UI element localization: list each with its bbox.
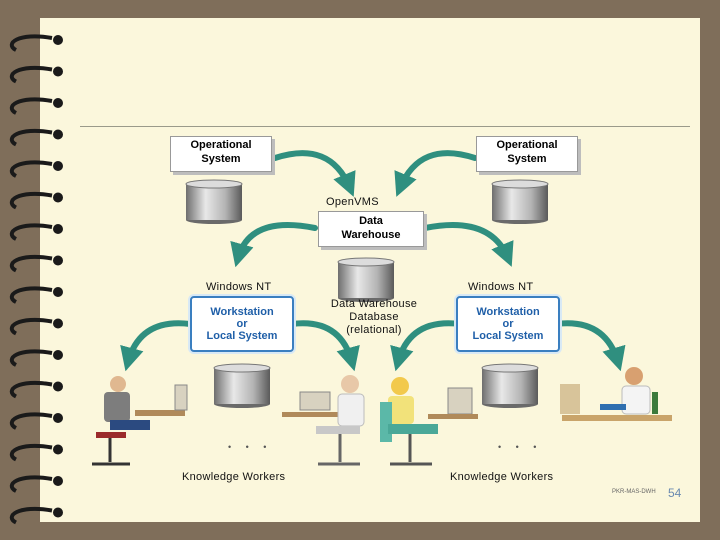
image-credit: PKR-MAS-DWH: [612, 489, 656, 495]
workstation-left: Workstation or Local System: [190, 296, 294, 352]
arrow-ws-right-to-workers-right: [553, 320, 626, 372]
arrow-ws-right-to-workers-left: [390, 320, 463, 372]
workstation-right-line-3: Local System: [472, 330, 544, 342]
spiral-ring-icon: [9, 97, 63, 115]
dw-database-label: Data Warehouse Database (relational): [324, 298, 424, 337]
knowledge-workers-right-label: Knowledge Workers: [450, 471, 554, 483]
spiral-ring-icon: [9, 475, 63, 493]
ellipsis-right: • • •: [498, 442, 543, 452]
spiral-ring-icon: [9, 223, 63, 241]
operational-system-right-label: Operational System: [496, 139, 558, 165]
spiral-ring-icon: [9, 254, 63, 273]
data-warehouse-box: Data Warehouse: [318, 211, 424, 247]
arrow-os-right-to-dw: [394, 150, 478, 197]
database-cylinder-icon: [481, 363, 539, 408]
arrow-ws-left-to-workers-left: [120, 320, 193, 372]
windows-nt-left-label: Windows NT: [206, 281, 272, 293]
openvms-label: OpenVMS: [326, 196, 379, 208]
person-at-desk-icon: [282, 375, 365, 466]
operational-system-right: Operational System: [476, 136, 578, 172]
spiral-ring-icon: [9, 286, 63, 304]
title-rule: [80, 126, 690, 127]
workstation-right-line-1: Workstation: [476, 306, 540, 318]
page-number: 54: [668, 486, 682, 500]
person-at-desk-icon: [92, 376, 188, 466]
workstation-left-line-1: Workstation: [210, 306, 274, 318]
spiral-ring-icon: [9, 380, 63, 399]
operational-system-left-label: Operational System: [190, 139, 252, 165]
workstation-right-line-2: or: [502, 318, 514, 330]
spiral-ring-icon: [9, 412, 63, 430]
workstation-right: Workstation or Local System: [456, 296, 560, 352]
arrow-os-left-to-dw: [272, 150, 356, 197]
ellipsis-left: • • •: [228, 442, 273, 452]
arrow-dw-to-ws-left: [230, 222, 318, 268]
person-at-desk-icon: [380, 377, 478, 466]
dw-database-line-3: (relational): [346, 324, 402, 336]
windows-nt-right-label: Windows NT: [468, 281, 534, 293]
spiral-ring-icon: [9, 191, 63, 210]
spiral-ring-icon: [9, 506, 63, 525]
spiral-ring-icon: [9, 128, 63, 147]
spiral-ring-icon: [9, 317, 63, 336]
dw-database-line-1: Data Warehouse: [330, 298, 418, 310]
spiral-ring-icon: [9, 443, 63, 462]
spiral-ring-icon: [9, 349, 63, 367]
spiral-ring-icon: [9, 65, 63, 84]
workstation-left-line-3: Local System: [206, 330, 278, 342]
database-cylinder-icon: [337, 257, 395, 302]
database-cylinder-icon: [185, 179, 243, 224]
data-warehouse-label: Data Warehouse: [341, 215, 401, 241]
database-cylinder-icon: [213, 363, 271, 408]
workstation-left-line-2: or: [236, 318, 248, 330]
spiral-binding: [9, 34, 63, 525]
arrow-ws-left-to-workers-right: [289, 320, 360, 372]
knowledge-workers-left-label: Knowledge Workers: [182, 471, 286, 483]
dw-database-line-2: Database: [349, 311, 399, 323]
operational-system-left: Operational System: [170, 136, 272, 172]
spiral-ring-icon: [9, 34, 63, 52]
spiral-ring-icon: [9, 160, 63, 178]
person-at-desk-icon: [560, 367, 672, 421]
database-cylinder-icon: [491, 179, 549, 224]
arrow-dw-to-ws-right: [422, 222, 514, 267]
